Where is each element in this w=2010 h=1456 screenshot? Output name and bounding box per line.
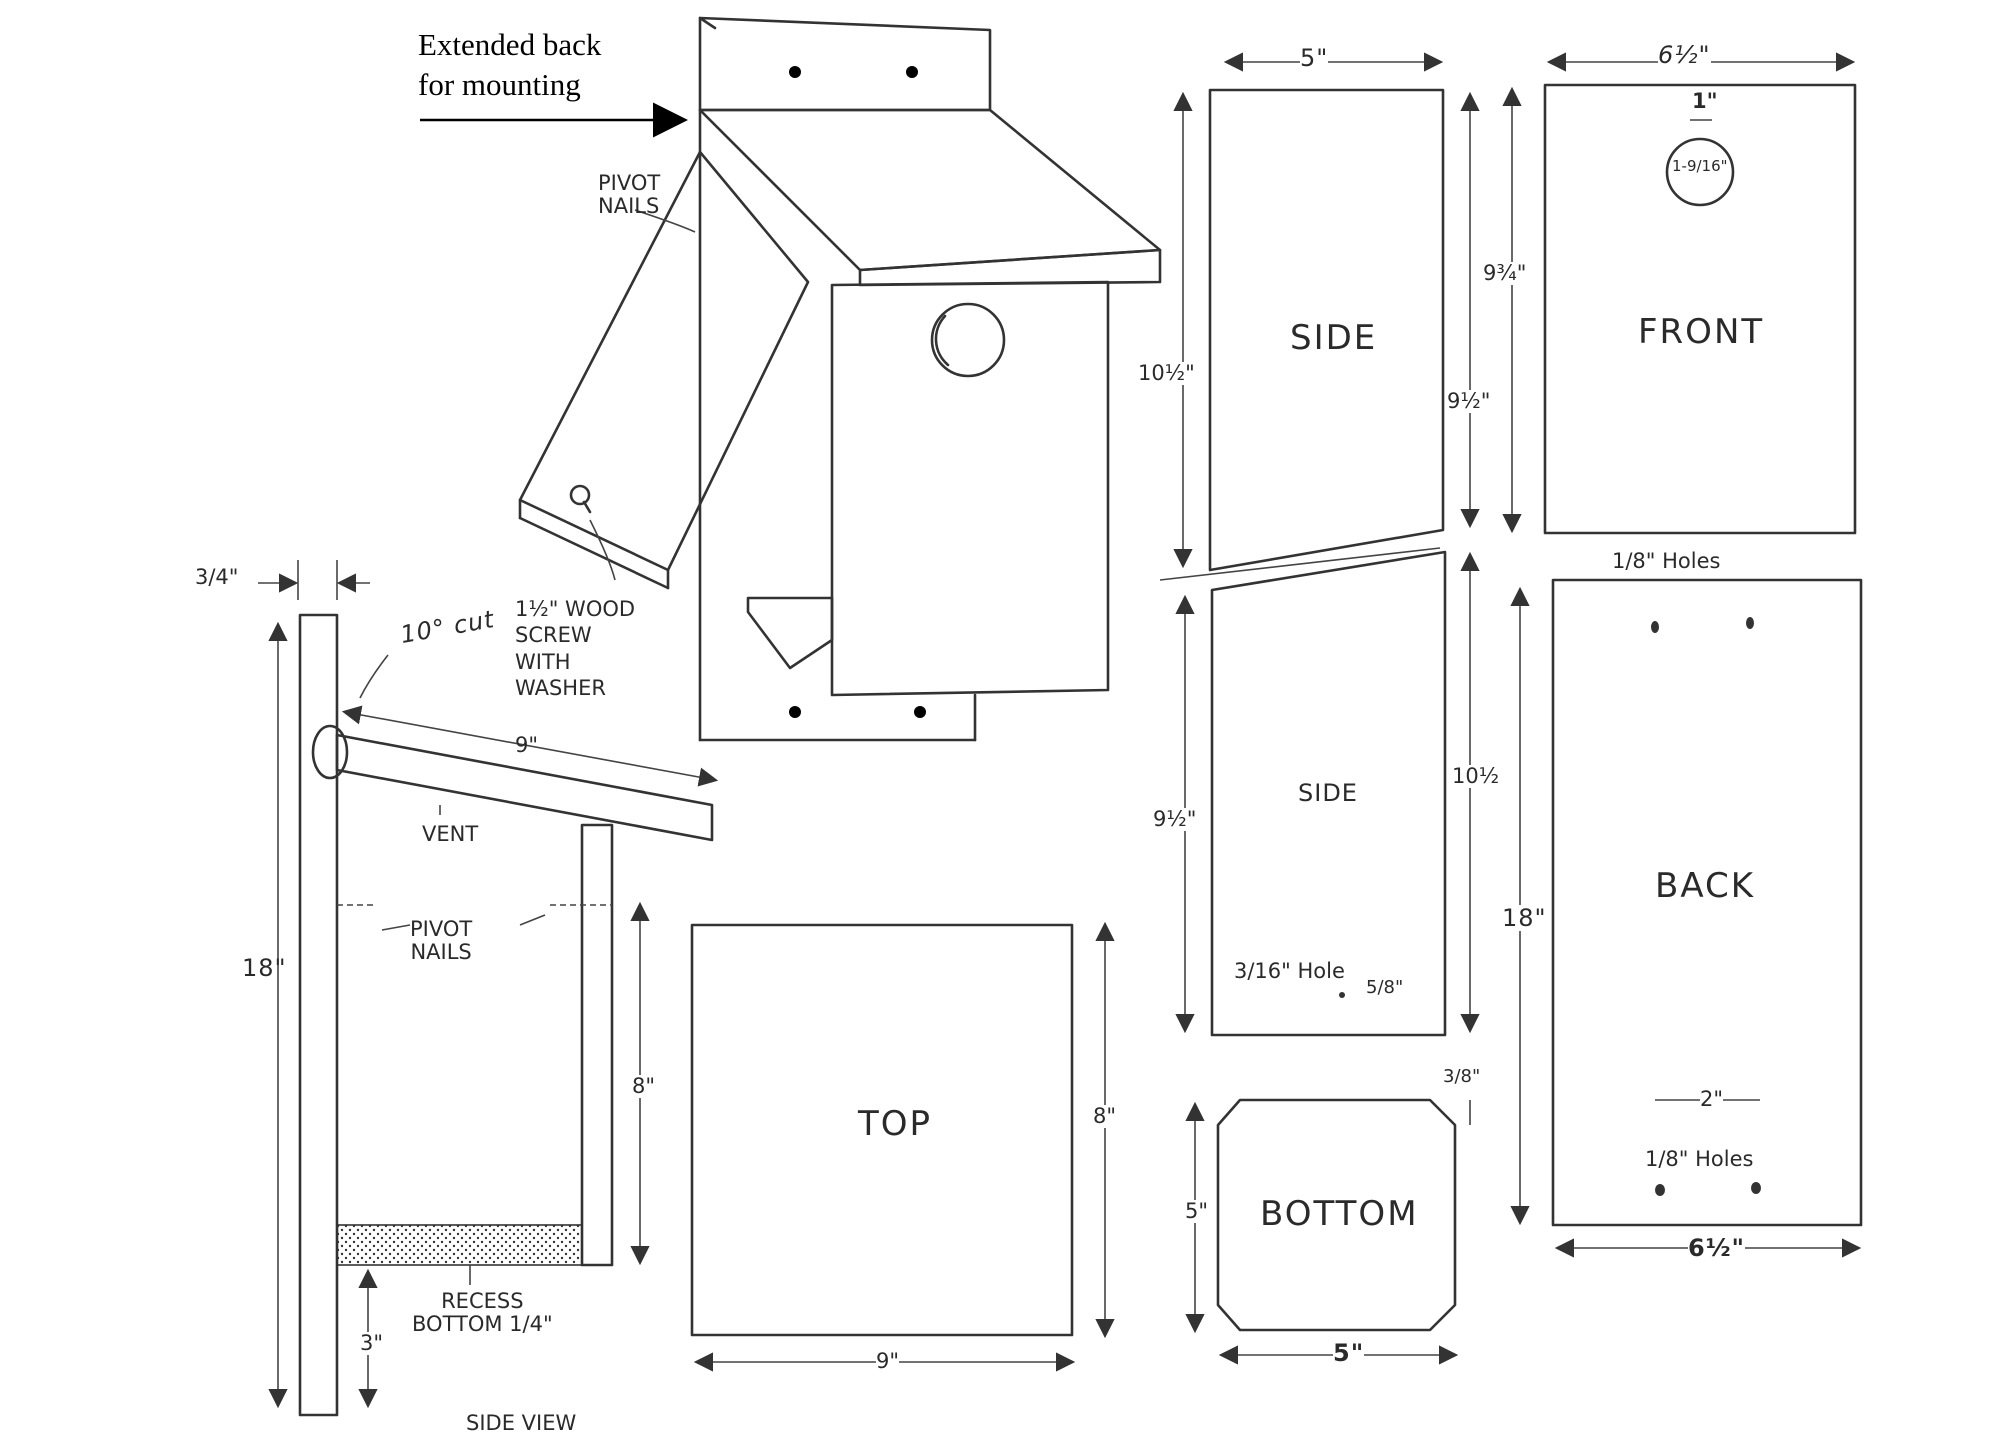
side-view-base-dim: 3" bbox=[360, 1331, 384, 1356]
bottom-panel-corner-dim: 3/8" bbox=[1443, 1066, 1481, 1087]
side-panels-drawing bbox=[1159, 52, 1480, 1037]
back-panel-spacing-dim: 2" bbox=[1700, 1087, 1724, 1112]
side-panel-upper-label: SIDE bbox=[1290, 318, 1378, 358]
front-panel-drawing bbox=[1502, 52, 1857, 535]
back-panel-height-dim: 18" bbox=[1502, 904, 1547, 932]
back-panel-label: BACK bbox=[1655, 866, 1756, 906]
side-view-recess-label: RECESS BOTTOM 1/4" bbox=[412, 1289, 553, 1337]
side-view-title: SIDE VIEW bbox=[466, 1411, 577, 1435]
back-panel-holes-top-label: 1/8" Holes bbox=[1612, 549, 1721, 573]
bottom-panel-width-dim: 5" bbox=[1333, 1339, 1365, 1367]
front-panel-hole-dim: 1-9/16" bbox=[1672, 157, 1728, 175]
top-panel-label: TOP bbox=[858, 1104, 933, 1144]
front-panel-height-dim: 9¾" bbox=[1483, 261, 1527, 286]
back-panel-holes-bottom-label: 1/8" Holes bbox=[1645, 1147, 1754, 1171]
side-view-pivot-nails-label: PIVOT NAILS bbox=[410, 917, 473, 965]
iso-pivot-nails-label: PIVOT NAILS bbox=[598, 171, 661, 219]
side-panel-hole-label: 3/16" Hole bbox=[1234, 959, 1345, 983]
iso-screw-label: 1½" WOOD SCREW WITH WASHER bbox=[515, 597, 636, 700]
bottom-panel-label: BOTTOM bbox=[1260, 1194, 1419, 1234]
front-panel-width-dim: 6½" bbox=[1658, 41, 1711, 69]
front-panel-hole-top-dim: 1" bbox=[1692, 89, 1718, 113]
bottom-panel-height-dim: 5" bbox=[1185, 1199, 1209, 1224]
iso-birdhouse bbox=[518, 16, 1162, 742]
side-panel-lower-right-dim: 10½ bbox=[1452, 764, 1500, 789]
side-panel-lower-label: SIDE bbox=[1298, 779, 1358, 807]
side-panel-upper-right-dim: 9½" bbox=[1447, 389, 1491, 414]
front-panel-label: FRONT bbox=[1638, 312, 1765, 352]
side-panel-upper-left-dim: 10½" bbox=[1138, 361, 1195, 386]
back-panel-width-dim: 6½" bbox=[1688, 1234, 1746, 1262]
side-view-vent-label: VENT bbox=[422, 822, 479, 846]
side-panel-width-dim: 5" bbox=[1300, 44, 1329, 72]
top-panel-width-dim: 9" bbox=[876, 1349, 900, 1374]
side-panel-lower-left-dim: 9½" bbox=[1153, 807, 1197, 832]
side-view-roof-dim: 9" bbox=[515, 733, 539, 757]
side-panel-hole-offset: 5/8" bbox=[1366, 977, 1404, 998]
side-view-drawing bbox=[258, 560, 719, 1417]
side-view-lower-dim: 8" bbox=[632, 1074, 656, 1099]
top-panel-height-dim: 8" bbox=[1093, 1104, 1117, 1129]
side-view-top-dim: 3/4" bbox=[195, 565, 239, 589]
callout-extended-back: Extended back for mounting bbox=[418, 27, 602, 103]
side-view-height-dim: 18" bbox=[242, 954, 287, 982]
